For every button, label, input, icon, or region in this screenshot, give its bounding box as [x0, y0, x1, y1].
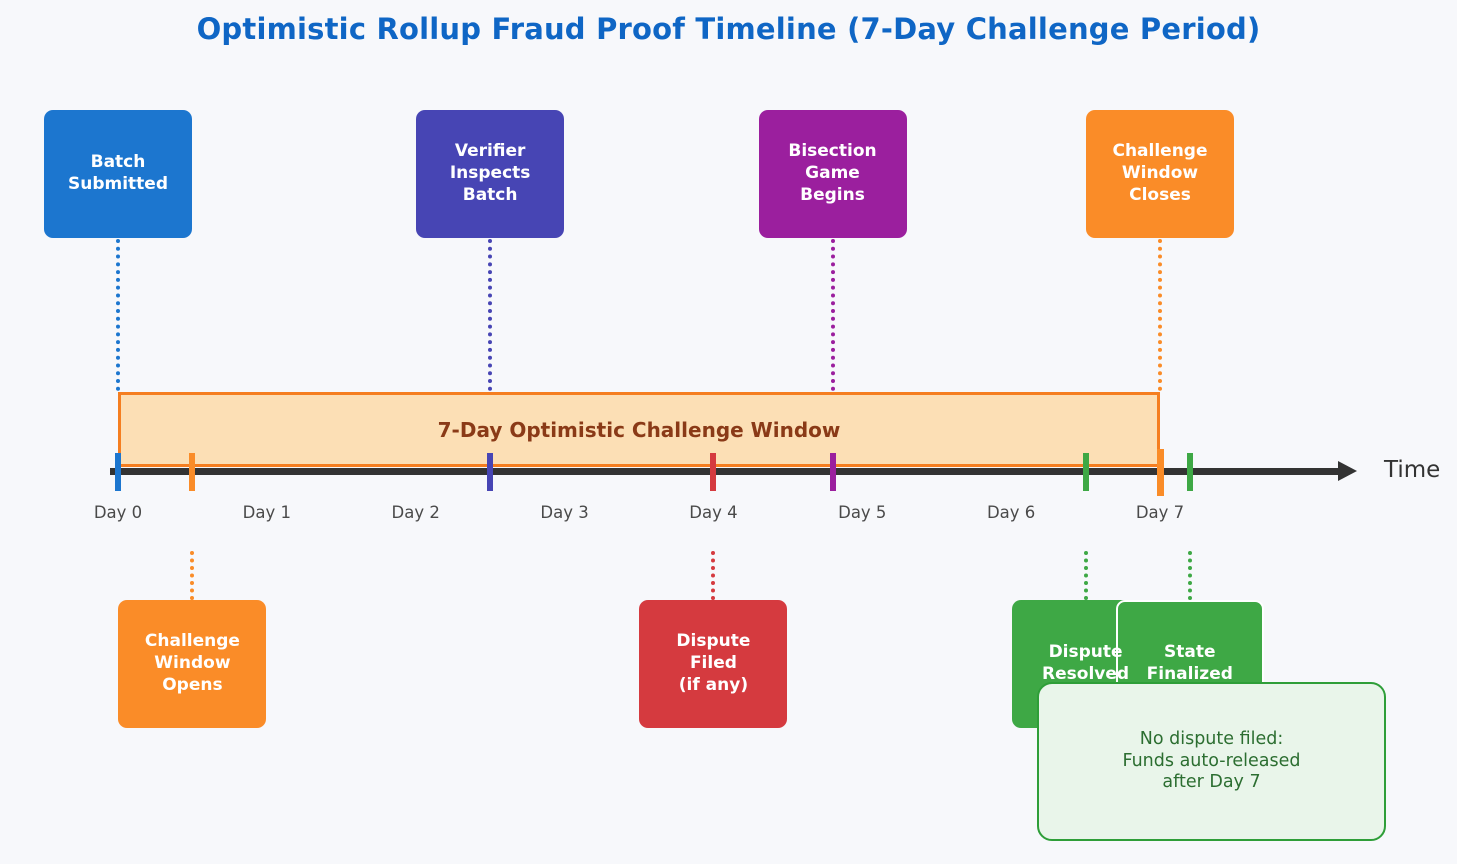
day-label-1: Day 1 [242, 503, 291, 522]
event-tick-challenge-window-closes [1156, 449, 1164, 496]
day-label-4: Day 4 [689, 503, 738, 522]
event-label-challenge-window-closes: Challenge Window Closes [1112, 141, 1208, 205]
event-box-challenge-window-opens: Challenge Window Opens [118, 600, 267, 728]
day-label-0: Day 0 [93, 503, 143, 522]
challenge-window-band: 7-Day Optimistic Challenge Window [118, 392, 1160, 467]
day-label-6: Day 6 [986, 503, 1036, 522]
day-label-7: Day 7 [1135, 503, 1185, 522]
annotation-box: No dispute filed: Funds auto-released af… [1037, 682, 1386, 841]
axis-arrowhead-icon [1338, 461, 1357, 481]
event-connector-batch-submitted [116, 239, 120, 391]
band-label: 7-Day Optimistic Challenge Window [437, 417, 841, 442]
event-connector-challenge-window-closes [1158, 239, 1162, 391]
event-connector-bisection-game-begins [830, 239, 835, 391]
event-connector-state-finalized [1187, 551, 1192, 600]
event-label-bisection-game-begins: Bisection Game Begins [788, 141, 877, 205]
event-label-dispute-resolved: Dispute Resolved [1042, 642, 1130, 684]
event-box-bisection-game-begins: Bisection Game Begins [758, 110, 907, 238]
event-label-challenge-window-opens: Challenge Window Opens [144, 631, 240, 695]
annotation-line: No dispute filed: [1139, 728, 1284, 749]
time-axis-label: Time [1384, 457, 1441, 483]
event-tick-dispute-resolved [1082, 453, 1089, 491]
event-box-verifier-inspects-batch: Verifier Inspects Batch [416, 110, 565, 238]
event-tick-verifier-inspects-batch [487, 453, 494, 491]
event-connector-verifier-inspects-batch [488, 239, 493, 391]
day-label-5: Day 5 [838, 503, 887, 522]
event-label-batch-submitted: Batch Submitted [67, 152, 168, 194]
event-connector-dispute-resolved [1083, 551, 1088, 600]
day-label-2: Day 2 [391, 503, 440, 522]
event-label-verifier-inspects-batch: Verifier Inspects Batch [449, 141, 531, 205]
event-label-dispute-filed: Dispute Filed (if any) [676, 631, 751, 695]
event-box-batch-submitted: Batch Submitted [44, 110, 192, 238]
event-box-dispute-filed: Dispute Filed (if any) [639, 600, 788, 728]
diagram-title: Optimistic Rollup Fraud Proof Timeline (… [196, 12, 1261, 46]
timeline-axis [110, 468, 1340, 475]
event-box-challenge-window-closes: Challenge Window Closes [1086, 110, 1234, 238]
event-tick-challenge-window-opens [189, 453, 196, 491]
event-tick-state-finalized [1186, 453, 1193, 491]
annotation-line: after Day 7 [1162, 772, 1261, 793]
annotation-line: Funds auto-released [1122, 750, 1301, 771]
event-tick-bisection-game-begins [829, 453, 836, 491]
event-label-state-finalized: State Finalized [1146, 642, 1233, 684]
event-tick-batch-submitted [115, 453, 121, 491]
day-label-3: Day 3 [540, 503, 589, 522]
event-connector-dispute-filed [711, 551, 716, 600]
event-connector-challenge-window-opens [190, 551, 195, 600]
event-tick-dispute-filed [710, 453, 717, 491]
